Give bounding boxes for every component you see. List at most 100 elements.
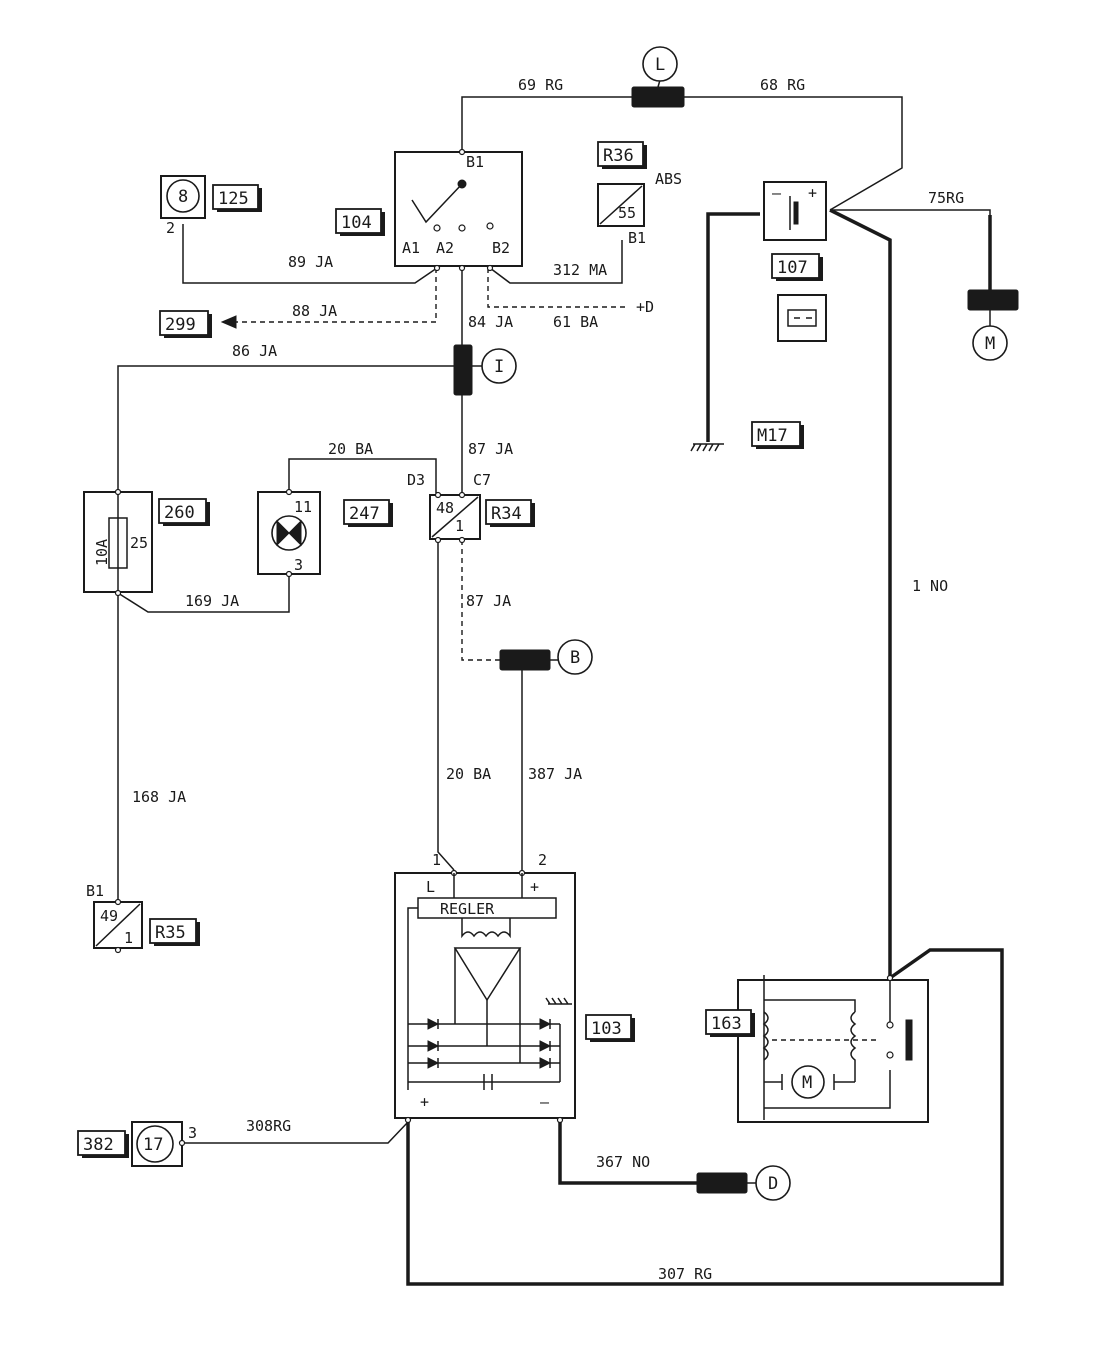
oil-pressure-switch-125: 8 2 125 (160, 175, 262, 237)
wire-label-20b: 20 BA (446, 765, 491, 783)
connector-m: M (967, 289, 1019, 361)
wire-68 (684, 96, 903, 211)
ref-tag-r34 (485, 499, 532, 525)
battery-107: – + 107 (763, 181, 827, 342)
connector-l-circle (642, 46, 678, 82)
wire-label-87b: 87 JA (466, 592, 511, 610)
r34-bottom-code: 1 (455, 517, 464, 535)
abs-pin-b1: B1 (628, 229, 646, 247)
battery-minus: – (772, 184, 782, 202)
wire-label-86: 86 JA (232, 342, 277, 360)
alternator-pin-1: 1 (432, 851, 441, 869)
ref-r36: R36 (603, 146, 634, 166)
plus-d-label: +D (636, 298, 654, 316)
diode-bridge-lines (408, 1023, 561, 1083)
pin-a2-node (458, 264, 466, 272)
connector-m-label: M (985, 334, 995, 354)
wire-307 (406, 948, 1004, 1286)
connector-d: D (696, 1165, 791, 1201)
wire-label-168: 168 JA (132, 788, 186, 806)
pin-a1-dot (433, 224, 441, 232)
ref-tag-104 (335, 208, 382, 234)
ref-163: 163 (711, 1014, 742, 1034)
ref-tag-260 (158, 498, 207, 524)
capacitor-icon (483, 1074, 493, 1090)
connector-r35: B1 49 1 R35 (86, 882, 200, 954)
pin-a2-dot (458, 224, 466, 232)
wire-308 (182, 1121, 409, 1144)
alternator-output-minus: – (540, 1093, 550, 1111)
fuse-box-260: 10A 25 260 (83, 488, 210, 597)
alternator-103: 1 2 L + REGLER + – 103 (394, 851, 635, 1124)
ignition-switch-104: B1 A1 A2 B2 104 (335, 148, 523, 272)
alternator-output-plus: + (420, 1093, 429, 1111)
ref-tag-163 (705, 1009, 752, 1035)
diode-icon (427, 1018, 552, 1069)
ref-tag-m17 (751, 421, 801, 447)
switch-8-icon (166, 179, 200, 213)
stator-winding-icon (453, 947, 522, 1002)
connector-l-block (631, 86, 685, 108)
alternator-pin-2: 2 (538, 851, 547, 869)
r35-top-code: 49 (100, 907, 118, 925)
pin-label-a1: A1 (402, 239, 420, 257)
abs-label: ABS (655, 170, 682, 188)
connector-b-block (499, 649, 551, 671)
starter-motor-label: M (802, 1073, 812, 1093)
wire-1-no (829, 208, 892, 978)
pin-b2-dot (486, 222, 494, 230)
starter-coil-right (850, 1011, 857, 1082)
wire-86 (117, 365, 455, 490)
ref-299: 299 (165, 315, 196, 335)
regulator-label: REGLER (440, 900, 495, 918)
r34-pin-d3: D3 (407, 471, 425, 489)
wiring (117, 96, 1004, 1286)
connector-b-circle (557, 639, 593, 675)
switch-8-number: 8 (178, 187, 188, 207)
pin-a1-node (433, 264, 441, 272)
starter-solenoid-plunger (905, 1019, 913, 1061)
switch-8-pin: 2 (166, 219, 175, 237)
connector-m-block (967, 289, 1019, 311)
wire-20a (288, 458, 437, 493)
pin-b1-node (458, 148, 466, 156)
arrow-88 (220, 315, 237, 329)
connector-17-circle (136, 1125, 174, 1163)
ref-tag-382 (77, 1130, 126, 1156)
ref-m17: M17 (757, 426, 788, 446)
wire-87b (461, 540, 500, 661)
switch-pivot (457, 179, 467, 189)
wire-label-61: 61 BA (553, 313, 598, 331)
wire-label-89: 89 JA (288, 253, 333, 271)
ref-tag-247 (343, 499, 390, 525)
connector-b: B (499, 639, 593, 675)
pin-label-b1: B1 (466, 153, 484, 171)
switch-contact-icon (411, 183, 463, 224)
ref-125: 125 (218, 189, 249, 209)
starter-coil-left (762, 1011, 769, 1061)
battery-icon (787, 309, 817, 327)
wire-labels: 69 RG 68 RG 75RG 89 JA 312 MA 88 JA 84 J… (132, 76, 964, 1283)
wire-169 (117, 574, 290, 613)
wire-label-68: 68 RG (760, 76, 805, 94)
wire-label-87a: 87 JA (468, 440, 513, 458)
connector-i-block (453, 344, 473, 396)
r34-top-code: 48 (436, 499, 454, 517)
ref-tag-r35 (149, 918, 197, 944)
ref-tag-107 (771, 253, 820, 279)
wire-61 (487, 268, 628, 308)
r35-bottom-code: 1 (124, 929, 133, 947)
ref-247: 247 (349, 504, 380, 524)
connector-382: 382 17 3 (77, 1121, 197, 1167)
ref-103: 103 (591, 1019, 622, 1039)
alternator-plus-terminal: + (530, 878, 539, 896)
fuse-number: 25 (130, 534, 148, 552)
wire-label-307: 307 RG (658, 1265, 712, 1283)
wire-89 (182, 224, 438, 284)
charge-warning-lamp-247: 11 3 247 (257, 488, 393, 578)
abs-connector-r36: R36 ABS 55 B1 (597, 141, 682, 247)
ground-m17: M17 (751, 421, 804, 449)
wire-312 (489, 240, 623, 284)
ref-260: 260 (164, 503, 195, 523)
